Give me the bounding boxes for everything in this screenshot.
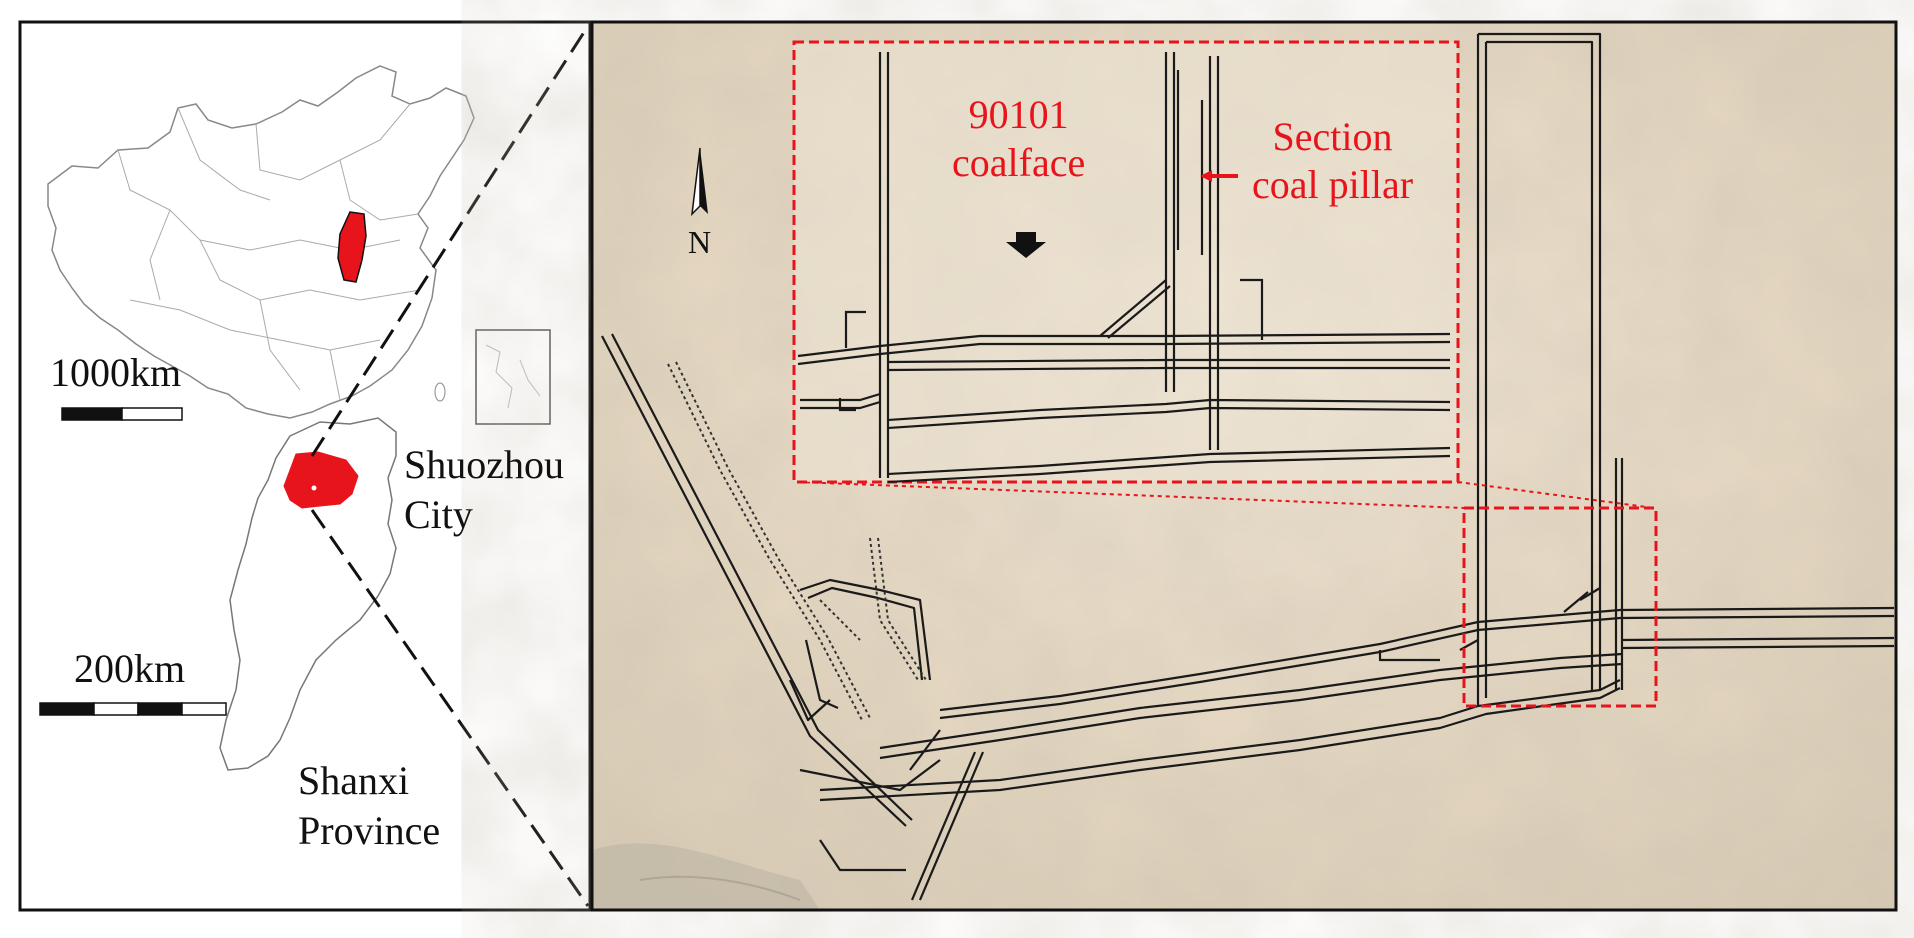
right-panel: [590, 20, 1898, 912]
pillar-label-line2: coal pillar: [1252, 162, 1414, 207]
scale-bar-shanxi: [39, 702, 227, 716]
province-label-line2: Province: [298, 808, 441, 853]
coalface-label-line1: 90101: [968, 92, 1069, 137]
shanxi-map-outline: [219, 417, 397, 771]
scale-label-china: 1000km: [50, 350, 182, 395]
inset-locator-box: [1462, 506, 1658, 708]
scale-label-shanxi: 200km: [74, 646, 186, 691]
north-arrow: [690, 147, 708, 217]
coalface-label: 90101 coalface: [952, 94, 1085, 184]
pillar-label-line1: Section: [1272, 114, 1393, 159]
scale-bar-china: [61, 407, 183, 421]
north-label: N: [688, 224, 712, 260]
zoom-inset: [690, 40, 1460, 484]
south-china-sea-inset: [475, 329, 551, 425]
city-label-line2: City: [404, 492, 473, 537]
china-province-borders: [117, 103, 421, 401]
china-map-outline: [47, 65, 475, 419]
left-panel: [18, 20, 592, 912]
coalface-label-line2: coalface: [952, 140, 1086, 185]
pillar-pointer-arrow: [1200, 170, 1238, 182]
shanxi-highlight-china: [337, 211, 367, 283]
city-label-line1: Shuozhou: [404, 442, 564, 487]
connector-lines: [310, 25, 590, 907]
inset-connector-lines: [797, 481, 1655, 509]
pillar-label: Section coal pillar: [1252, 116, 1413, 206]
shuozhou-highlight: [283, 451, 359, 509]
roadway-network: [601, 32, 1895, 901]
province-label: Shanxi Province: [298, 760, 440, 852]
coalface-direction-arrow: [1006, 232, 1046, 258]
dotted-roadways: [667, 361, 927, 721]
province-label-line1: Shanxi: [298, 758, 410, 803]
city-label: Shuozhou City: [404, 444, 564, 536]
